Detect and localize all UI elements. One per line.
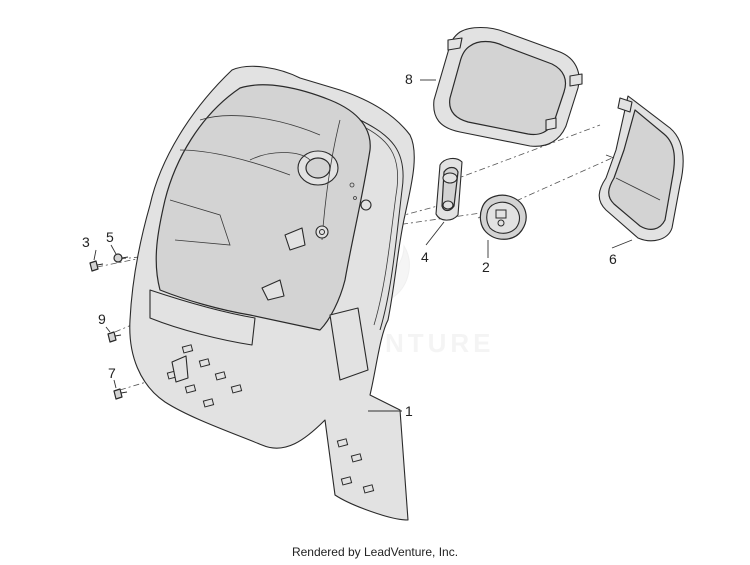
leader-lines [93, 79, 633, 412]
fasteners [89, 253, 129, 400]
callout-9: 9 [98, 311, 106, 327]
part-2-ignition-cover [479, 194, 527, 240]
callout-8: 8 [405, 71, 413, 87]
callout-2: 2 [482, 259, 490, 275]
callout-1: 1 [405, 403, 413, 419]
callout-5: 5 [106, 229, 114, 245]
callout-3: 3 [82, 234, 90, 250]
part-9-screw [107, 331, 122, 343]
callout-4: 4 [421, 249, 429, 265]
part-8-upper-compartment [433, 26, 583, 147]
callout-6: 6 [609, 251, 617, 267]
callout-7: 7 [108, 365, 116, 381]
callout-labels: 1 2 3 4 5 6 7 8 9 [82, 71, 617, 419]
part-3-screw [89, 260, 104, 272]
part-5-clip [113, 253, 129, 263]
floor-slots [166, 344, 375, 494]
part-6-glovebox-lid [598, 95, 684, 242]
part-7-screw [113, 388, 128, 400]
render-credit: Rendered by LeadVenture, Inc. [291, 545, 459, 559]
part-1-leg-shield [129, 65, 415, 521]
part-4-bezel [435, 157, 463, 221]
